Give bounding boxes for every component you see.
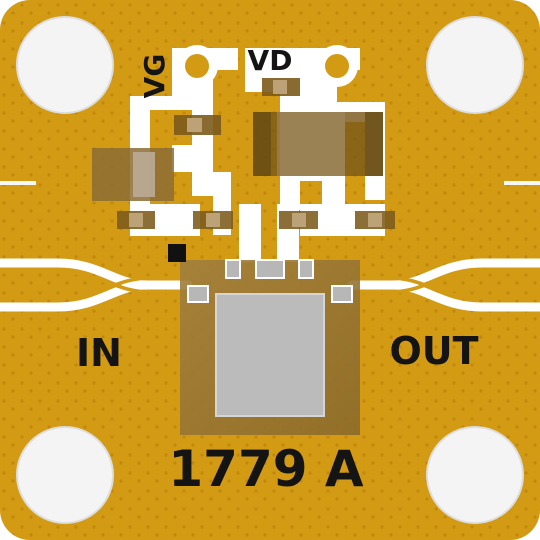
gate-bias-hole [185, 54, 209, 78]
right-shunt-part-2-center [368, 213, 382, 227]
gate-feed-line [239, 204, 261, 262]
gate-bias-trace [130, 48, 238, 235]
output-label: OUT [389, 329, 478, 373]
package-top-pad-2 [255, 259, 285, 279]
gate-resistor-center [187, 118, 202, 132]
package-top-pad-3 [298, 259, 314, 279]
passive-components [92, 78, 395, 229]
output-gap-lower [350, 276, 540, 300]
pin-one-marker [168, 244, 186, 262]
amplifier-package [168, 244, 360, 435]
drain-resistor-center [273, 80, 287, 94]
vd-label: VD [248, 44, 293, 77]
package-top-pad-1 [225, 259, 241, 279]
vg-label: VG [138, 54, 171, 99]
silkscreen-labels: VG VD IN OUT 1779 A [76, 44, 479, 498]
output-gap-upper [350, 270, 540, 294]
package-inner-border [215, 293, 325, 417]
right-shunt-part-1-center [292, 213, 306, 227]
drain-capacitor-center [277, 112, 345, 176]
input-gap-lower [0, 276, 190, 300]
mounting-hole-top-left [16, 16, 114, 114]
drain-capacitor-left-band [253, 112, 271, 176]
package-right-port [331, 285, 353, 303]
input-rf-lines [0, 258, 193, 312]
left-shunt-part-2-center [206, 213, 220, 227]
mounting-hole-bottom-left [16, 426, 114, 524]
left-edge-mark [0, 181, 36, 185]
output-rf-lines [347, 258, 540, 312]
left-shunt-part-1-center [129, 213, 143, 227]
mounting-hole-top-right [426, 16, 524, 114]
gate-capacitor-center [133, 152, 155, 197]
edge-marks [0, 181, 540, 185]
right-edge-mark [504, 181, 540, 185]
part-number-label: 1779 A [168, 440, 364, 498]
drain-capacitor-right-band [365, 112, 383, 176]
input-gap-upper [0, 270, 190, 294]
output-line-lower [347, 280, 540, 312]
mounting-holes [16, 16, 524, 524]
drain-bias-hole [325, 54, 349, 78]
package-left-port [187, 285, 209, 303]
input-line-lower [0, 280, 193, 312]
mounting-hole-bottom-right [426, 426, 524, 524]
input-label: IN [76, 331, 122, 375]
